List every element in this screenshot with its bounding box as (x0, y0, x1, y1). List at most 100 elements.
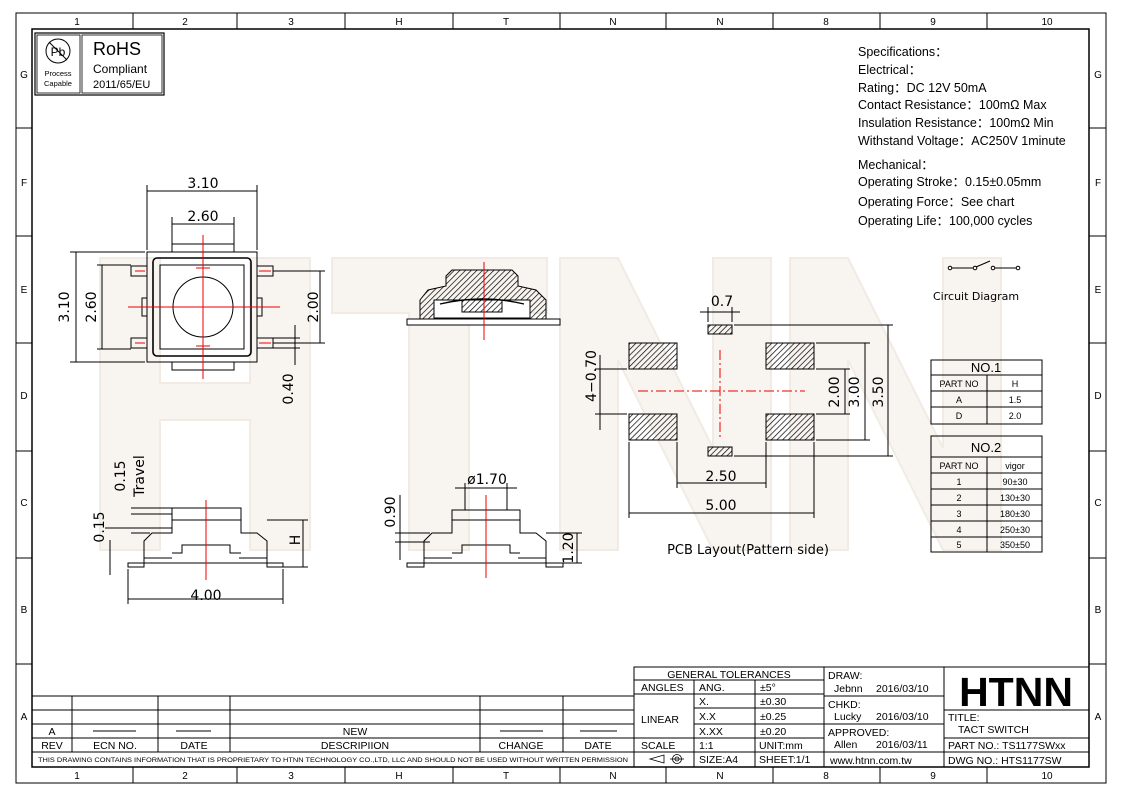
cross-section (406, 262, 561, 340)
new-entry: NEW (343, 726, 368, 738)
table-no2-cell: 3 (956, 509, 961, 519)
col-label-bottom: 2 (182, 771, 188, 782)
table-no2-cell: 350±50 (1000, 540, 1030, 550)
approved-name: Allen (834, 739, 858, 751)
ecn-header: ECN NO. (93, 740, 137, 752)
spec-operating-force: Operating Force：See chart (858, 195, 1015, 209)
size-value: SIZE:A4 (699, 754, 738, 766)
dim-5-00: 5.00 (705, 498, 736, 514)
table-no1-cell: D (956, 411, 963, 421)
sheet-value: SHEET:1/1 (759, 754, 811, 766)
pb-free-icon (45, 38, 71, 64)
table-no1-cell: 2.0 (1009, 411, 1022, 421)
row-label-right: F (1095, 178, 1101, 189)
row-label-right: E (1095, 285, 1102, 296)
unit-value: UNIT:mm (759, 740, 803, 752)
table-no1-cell: 1.5 (1009, 395, 1022, 405)
col-label-bottom: 8 (823, 771, 829, 782)
draw-date: 2016/03/10 (876, 683, 929, 695)
rohs-directive: 2011/65/EU (93, 79, 150, 91)
col-label-top: 1 (74, 17, 80, 28)
table-no2-title: NO.2 (971, 440, 1001, 455)
dim-travel-label: Travel (132, 455, 148, 498)
dim-2-60-height: 2.60 (84, 291, 100, 322)
circuit-diagram-label: Circuit Diagram (933, 290, 1019, 303)
outer-frame (15, 12, 1107, 784)
date2-header: DATE (584, 740, 611, 752)
row-label-right: C (1094, 498, 1101, 509)
col-label-top: H (395, 17, 402, 28)
title-block-grid (32, 666, 1090, 768)
row-label-left: D (20, 391, 27, 402)
front-view-dimensions: ø1.70 0.90 1.20 (383, 472, 577, 564)
pb-symbol: Pb (51, 45, 66, 59)
chkd-date: 2016/03/10 (876, 711, 929, 723)
col-label-top: 8 (823, 17, 829, 28)
table-no2-cell: 5 (956, 540, 961, 550)
approved-label: APPROVED: (828, 727, 889, 739)
dim-2-00: 2.00 (827, 376, 843, 407)
row-label-left: E (21, 285, 28, 296)
draw-label: DRAW: (828, 670, 862, 682)
row-label-left: F (21, 178, 27, 189)
side-view-dimensions: 0.15 Travel 0.15 H 4.00 (92, 455, 304, 604)
row-label-right: G (1094, 70, 1102, 81)
dim-travel-value: 0.15 (113, 460, 129, 491)
general-tolerances: GENERAL TOLERANCES (667, 669, 791, 681)
dim-3-10-width: 3.10 (187, 176, 218, 192)
table-no2-header: vigor (1005, 461, 1025, 471)
table-no1-title: NO.1 (971, 360, 1001, 375)
spec-rating: Rating：DC 12V 50mA (858, 81, 987, 95)
row-label-right: B (1095, 605, 1102, 616)
col-label-bottom: T (503, 771, 509, 782)
website: www.htnn.com.tw (829, 755, 912, 767)
dim-h: H (288, 535, 304, 546)
linear-label: LINEAR (641, 714, 679, 726)
spec-mechanical: Mechanical： (858, 158, 934, 172)
rev-header: REV (41, 740, 63, 752)
watermark (99, 257, 1002, 551)
spec-contact-resistance: Contact Resistance：100mΩ Max (858, 98, 1047, 112)
pcb-layout-caption: PCB Layout(Pattern side) (667, 543, 829, 558)
col-label-top: T (503, 17, 509, 28)
title-value: TACT SWITCH (958, 724, 1029, 736)
table-no2-cell: 2 (956, 493, 961, 503)
dim-3-10-height: 3.10 (57, 291, 73, 322)
dim-2-00-height: 2.00 (306, 291, 322, 322)
col-label-top: N (716, 17, 723, 28)
front-view (395, 483, 582, 578)
col-label-bottom: 1 (74, 771, 80, 782)
table-no1-header: PART NO (939, 379, 978, 389)
rohs-title: RoHS (93, 39, 141, 59)
revision-block-text: A NEW REV ECN NO. DATE DESCRIPIION CHANG… (38, 726, 628, 764)
spec-electrical: Electrical： (858, 63, 921, 77)
spec-withstand-voltage: Withstand Voltage：AC250V 1minute (858, 134, 1066, 148)
col-label-bottom: N (716, 771, 723, 782)
specifications: Specifications： Electrical： Rating：DC 12… (858, 45, 1066, 228)
table-no2-cell: 130±30 (1000, 493, 1030, 503)
spec-heading: Specifications： (858, 45, 948, 59)
row-label-right: A (1095, 712, 1102, 723)
col-label-bottom: 10 (1041, 771, 1053, 782)
col-label-bottom: H (395, 771, 402, 782)
dim-0-15: 0.15 (92, 511, 108, 542)
x2-value: ±0.25 (760, 711, 786, 723)
circuit-diagram: Circuit Diagram (933, 260, 1021, 303)
table-no1-header: H (1012, 379, 1019, 389)
col-label-top: N (609, 17, 616, 28)
ang-label: ANG. (699, 682, 725, 694)
proprietary-notice: THIS DRAWING CONTAINS INFORMATION THAT I… (38, 757, 628, 764)
dim-0-40: 0.40 (281, 373, 297, 404)
row-label-left: B (21, 605, 28, 616)
chkd-name: Lucky (834, 711, 862, 723)
col-label-bottom: 3 (288, 771, 294, 782)
table-no2-cell: 1 (956, 477, 961, 487)
top-view (70, 185, 325, 379)
description-header: DESCRIPIION (321, 740, 389, 752)
ang-value: ±5° (760, 682, 776, 694)
spec-operating-stroke: Operating Stroke：0.15±0.05mm (858, 175, 1041, 189)
dim-2-50: 2.50 (705, 469, 736, 485)
title-label: TITLE: (948, 712, 980, 724)
col-label-top: 9 (930, 17, 936, 28)
